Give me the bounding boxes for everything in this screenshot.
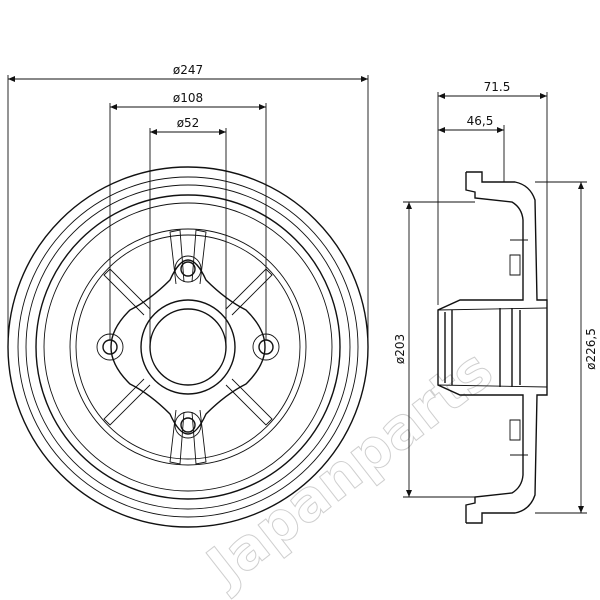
hub-bore-edge-bottom: [437, 384, 548, 388]
dim-friction-diameter: ø203: [393, 334, 407, 364]
drum-rim-ring-3: [25, 184, 351, 510]
side-view: 71.5 46,5 ø203 ø226,5: [393, 80, 598, 524]
hub-flange: [110, 259, 266, 435]
drum-profile-outer: [466, 171, 548, 524]
drum-profile-detail-top: [509, 239, 528, 276]
bolt-hole-left: [102, 339, 118, 355]
dim-bolt-circle: ø108: [173, 91, 203, 105]
drum-profile-detail-bottom: [509, 419, 528, 456]
drum-rim-ring-2: [17, 176, 359, 518]
rib: [225, 378, 273, 426]
rib: [103, 378, 151, 426]
rib: [169, 229, 185, 285]
bolt-hole-top: [180, 261, 196, 277]
bolt-hole-right: [258, 339, 274, 355]
dim-center-bore: ø52: [177, 116, 200, 130]
bolt-boss-bottom: [174, 411, 202, 439]
watermark-text: Japanparts: [193, 337, 506, 600]
bolt-boss-top: [174, 255, 202, 283]
drum-face-ring: [69, 228, 307, 466]
bolt-hole-bottom: [180, 417, 196, 433]
center-bore-outer: [140, 299, 236, 395]
dim-hub-depth: 46,5: [467, 114, 494, 128]
rib: [169, 409, 185, 465]
rib: [225, 268, 273, 316]
hub-bore-section: [444, 308, 521, 387]
drum-ribs: [103, 229, 273, 465]
rib: [103, 268, 151, 316]
hub-bore-edge-top: [437, 307, 548, 311]
rib: [191, 229, 207, 285]
drum-rim-ring-4: [35, 194, 341, 500]
dim-drum-inner-diameter: ø226,5: [584, 328, 598, 370]
drum-rim-ring-5: [43, 202, 333, 492]
dim-outer-diameter: ø247: [173, 63, 203, 77]
front-view: ø247 ø108 ø52: [7, 63, 369, 528]
center-bore-inner: [149, 308, 227, 386]
rib: [191, 409, 207, 465]
dim-overall-depth: 71.5: [484, 80, 511, 94]
drum-face-inner-ring: [75, 234, 301, 460]
drum-profile-inner: [437, 172, 524, 523]
